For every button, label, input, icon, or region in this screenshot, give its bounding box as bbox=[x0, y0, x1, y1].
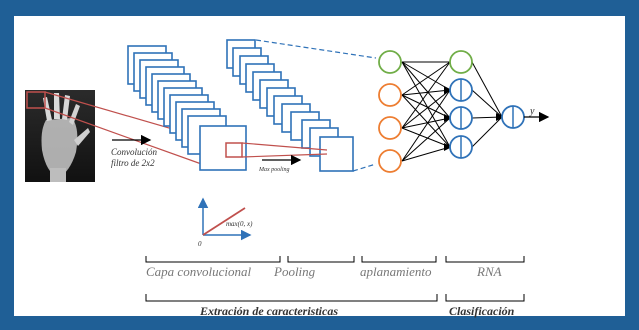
stage-label-pooling: Pooling bbox=[273, 264, 316, 279]
relu-formula-label: max(0, x) bbox=[226, 220, 253, 228]
filter-size-label: filtro de 2x2 bbox=[111, 158, 155, 168]
stage-label-ann: RNA bbox=[476, 264, 502, 279]
flattened-input-neuron bbox=[378, 83, 402, 107]
flattened-input-neuron bbox=[378, 149, 402, 173]
group-label-classification: Clasificación bbox=[449, 304, 515, 318]
network-arrowheads bbox=[444, 86, 504, 151]
bias-neuron bbox=[449, 50, 473, 74]
convolution-feature-maps bbox=[127, 45, 247, 171]
relu-origin-label: 0 bbox=[198, 240, 202, 248]
convolution-label: Convolución bbox=[111, 147, 157, 157]
pooling-feature-maps bbox=[226, 39, 354, 172]
group-label-feature-extraction: Extración de caracteristicas bbox=[199, 304, 338, 318]
pooling-window bbox=[225, 142, 243, 158]
bias-neuron bbox=[378, 50, 402, 74]
stage-label-convolution: Capa convolucional bbox=[146, 264, 251, 279]
relu-plot bbox=[197, 197, 252, 241]
filter-projection-line bbox=[44, 107, 208, 167]
xray-input-image bbox=[25, 90, 95, 182]
pool-projection-line bbox=[241, 142, 328, 151]
flattened-input-neuron bbox=[378, 116, 402, 140]
flatten-dashed-line bbox=[255, 39, 377, 59]
flatten-dashed-line bbox=[352, 163, 377, 172]
max-pooling-label: Max pooling bbox=[258, 167, 290, 173]
stage-label-flattening: aplanamiento bbox=[360, 264, 432, 279]
hidden-neuron bbox=[449, 135, 473, 159]
stage-brackets bbox=[145, 256, 525, 302]
hidden-neuron bbox=[449, 78, 473, 102]
pool-projection-line bbox=[241, 153, 328, 158]
network-connections bbox=[401, 61, 503, 162]
hidden-neuron bbox=[449, 106, 473, 130]
output-label: y bbox=[529, 106, 535, 117]
output-neuron bbox=[501, 105, 525, 129]
